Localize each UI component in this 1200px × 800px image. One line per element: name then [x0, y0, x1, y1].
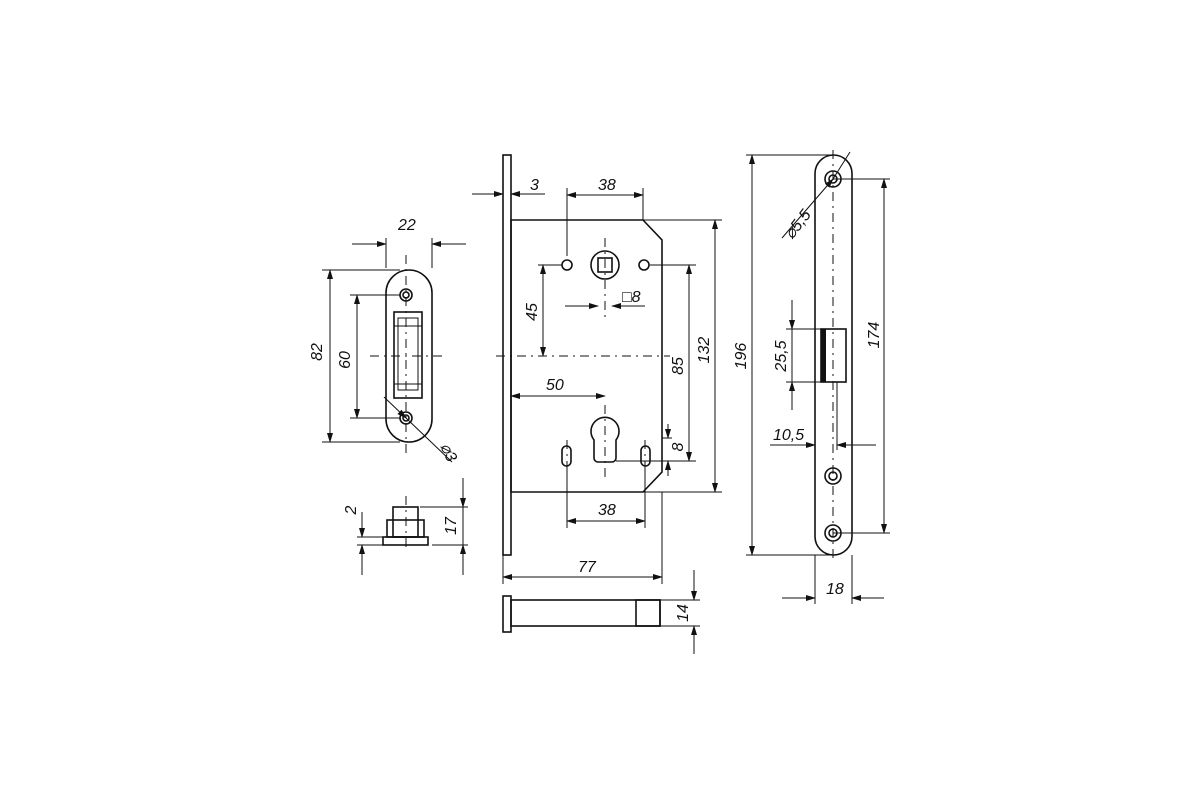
spindle-edge-label: 38	[598, 177, 616, 194]
strike-plate-front: 22 82 60 ⌀3	[309, 217, 466, 465]
strike-offset-label: 2	[343, 505, 360, 515]
strike-width-label: 22	[397, 217, 416, 234]
faceplate-hole-dia-label: ⌀5,5	[782, 207, 815, 243]
faceplate-hole-pitch-label: 174	[866, 322, 883, 349]
faceplate-length-label: 196	[733, 343, 750, 370]
body-thickness-label: 14	[675, 604, 692, 622]
strike-height-label: 82	[309, 343, 326, 361]
body-height-label: 132	[696, 337, 713, 364]
faceplate-width-label: 18	[826, 581, 844, 598]
cylinder-width-label: 8	[670, 442, 687, 451]
spindle-offset-label: 45	[524, 303, 541, 321]
lock-body-top: 14	[502, 570, 700, 654]
strike-plate-side: 2 17	[343, 478, 468, 575]
square-spindle-label: □8	[622, 289, 641, 306]
cylinder-pitch-label: 38	[598, 502, 616, 519]
latch-height-label: 25,5	[773, 340, 790, 372]
faceplate-thickness-label: 3	[530, 177, 539, 194]
latch-offset-label: 10,5	[773, 427, 804, 444]
center-distance-label: 85	[670, 357, 687, 375]
strike-depth-label: 17	[443, 516, 460, 535]
strike-hole-dia-label: ⌀3	[436, 441, 459, 465]
faceplate-front: 196 174 25,5 10,5 18 ⌀5,5	[733, 150, 890, 604]
strike-hole-pitch-label: 60	[337, 351, 354, 369]
backset-label: 50	[546, 377, 564, 394]
lock-body-front: 3 38 □8 45 50 85 132 8 38 77	[472, 154, 722, 584]
body-depth-label: 77	[578, 559, 597, 576]
